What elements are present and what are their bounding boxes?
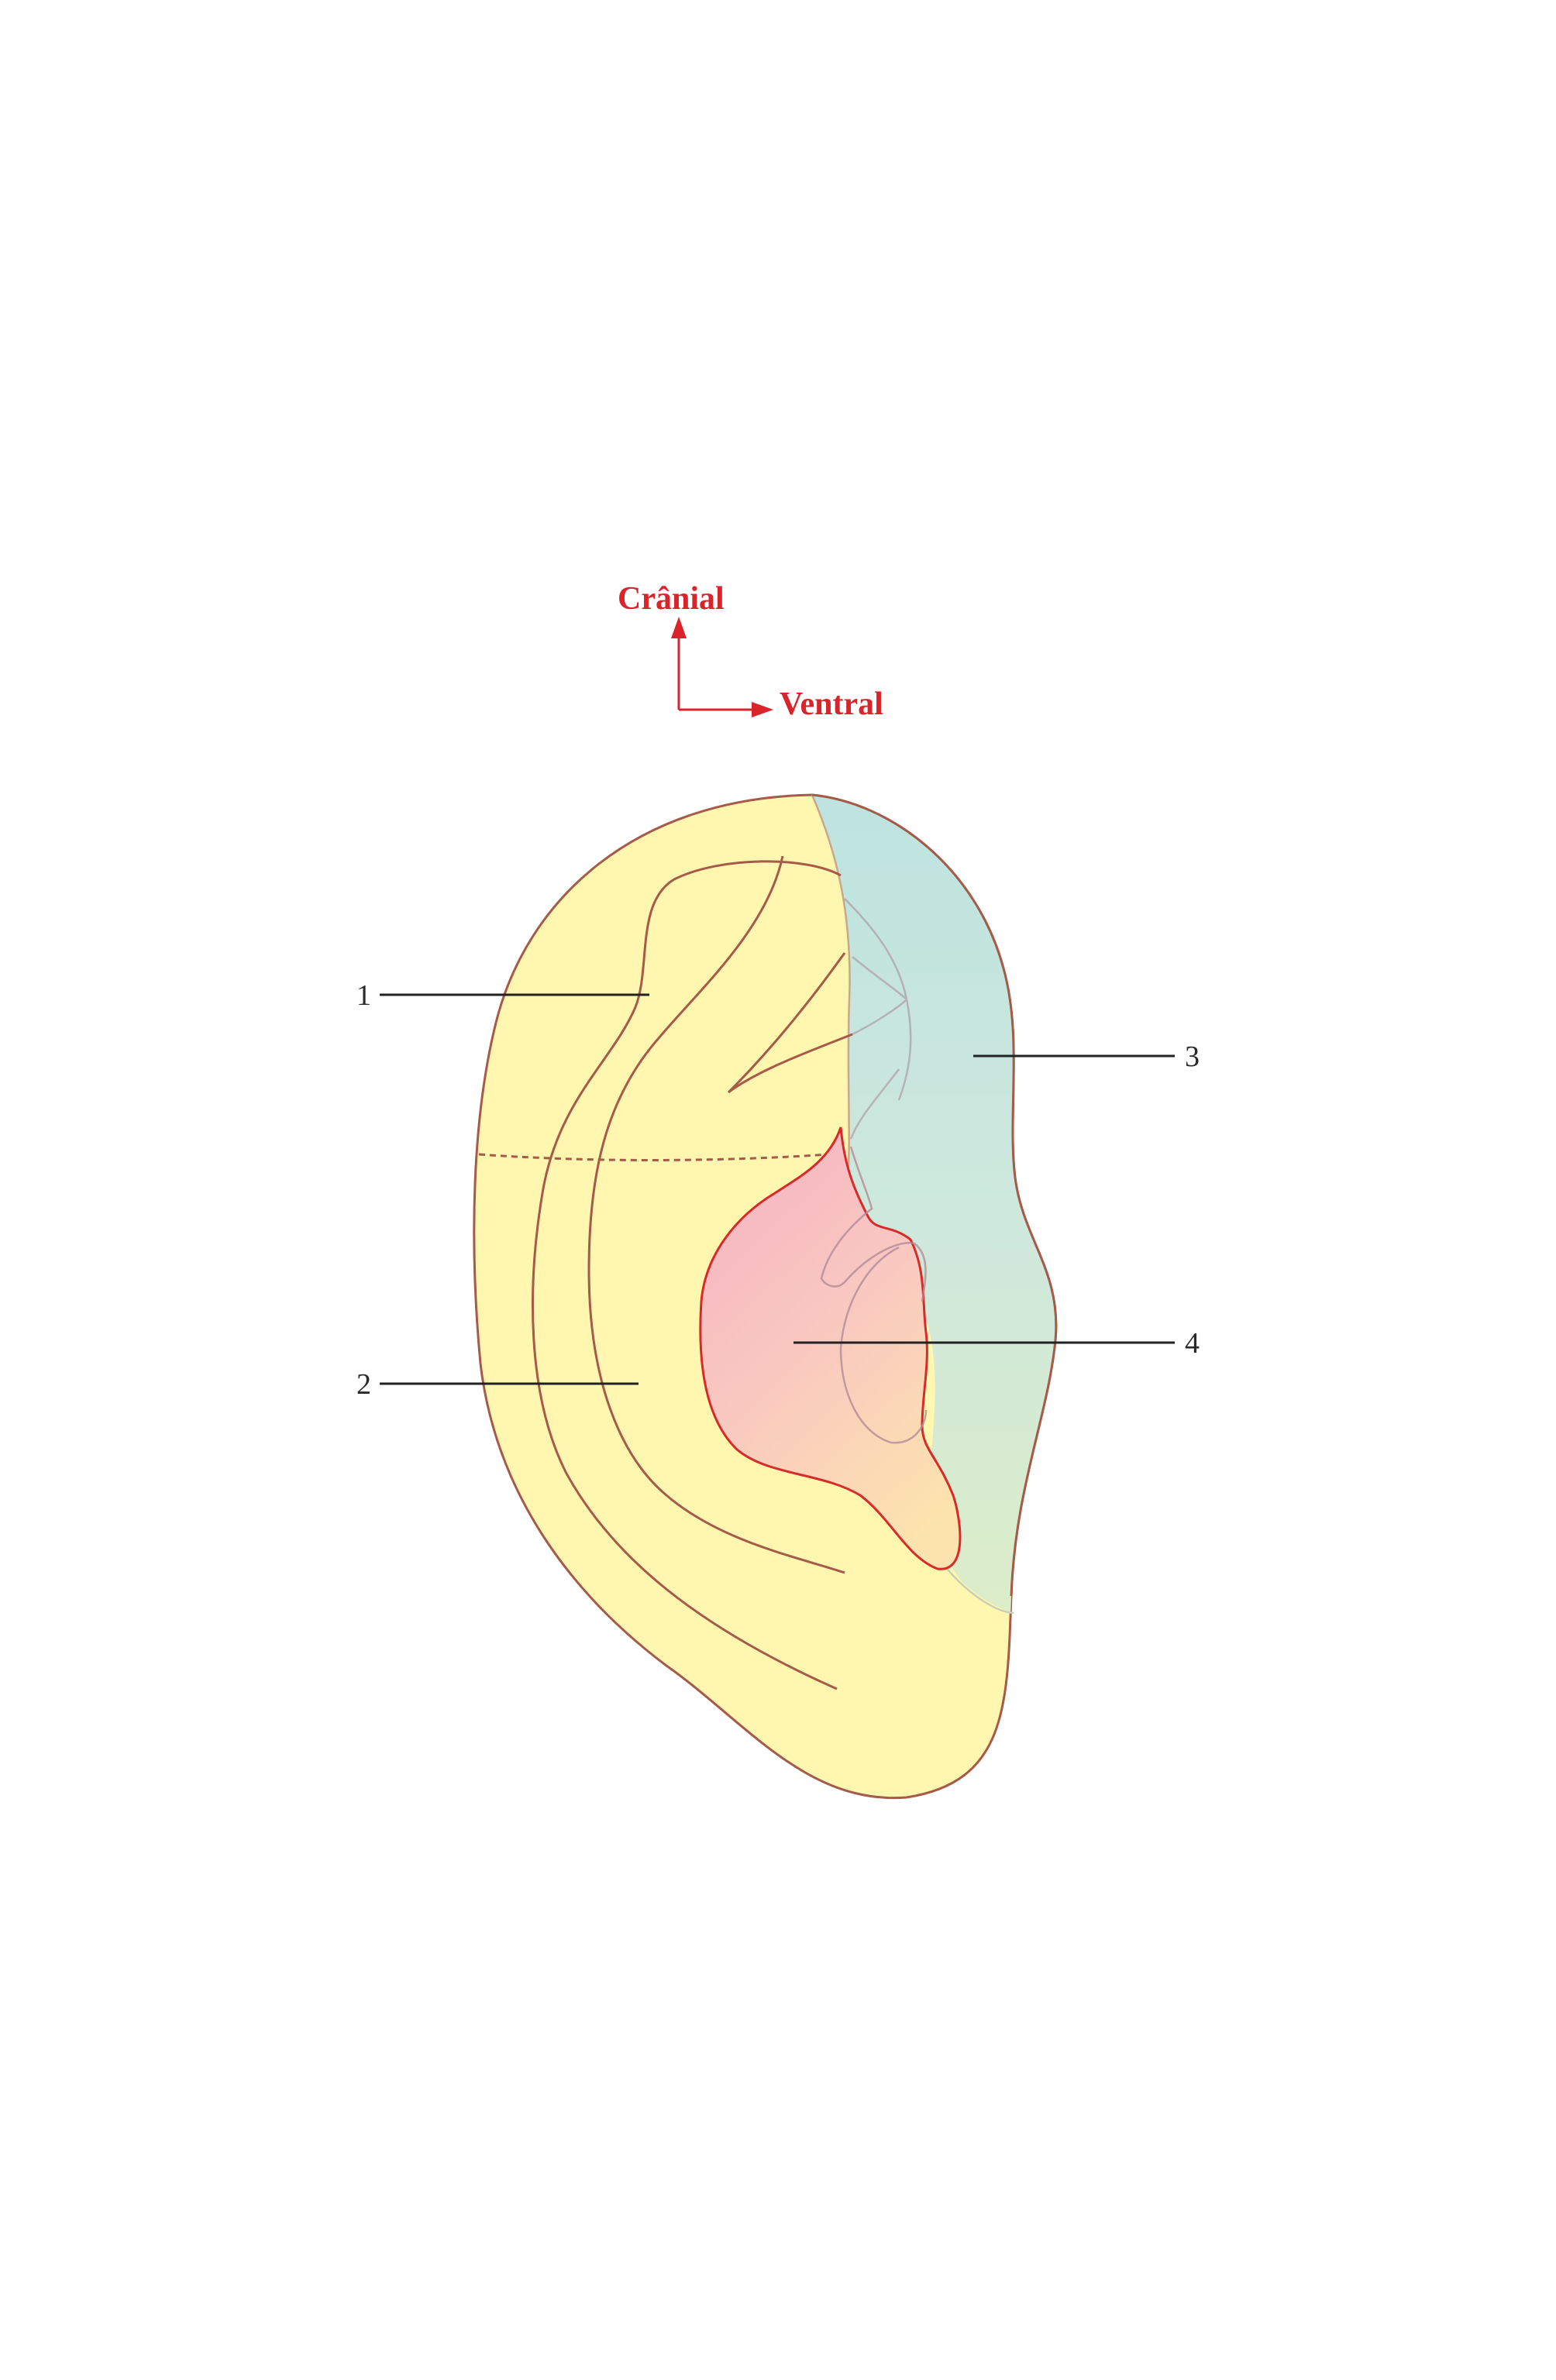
- label-1: 1: [356, 979, 371, 1012]
- helix-ridge-outer: [532, 860, 842, 1690]
- ear-outline-ventral: [811, 793, 1058, 1597]
- antihelix-ridge: [587, 855, 845, 1574]
- leader-lines: [380, 993, 1175, 1385]
- label-4: 4: [1185, 1327, 1200, 1360]
- antihelix-crus: [727, 952, 853, 1094]
- orientation-indicator: Crânial Ventral: [618, 581, 883, 722]
- cranial-label: Crânial: [618, 581, 725, 617]
- cartilage-lines: [844, 898, 912, 1140]
- ventral-label: Ventral: [780, 686, 883, 722]
- cranial-arrow-head: [671, 617, 687, 638]
- ventral-arrow-head: [752, 702, 773, 717]
- dashed-division-line: [478, 1153, 830, 1161]
- zone-3-inner-border: [811, 794, 851, 1194]
- label-3: 3: [1185, 1040, 1200, 1073]
- label-2: 2: [356, 1368, 371, 1401]
- tragus-lines: [820, 1146, 928, 1444]
